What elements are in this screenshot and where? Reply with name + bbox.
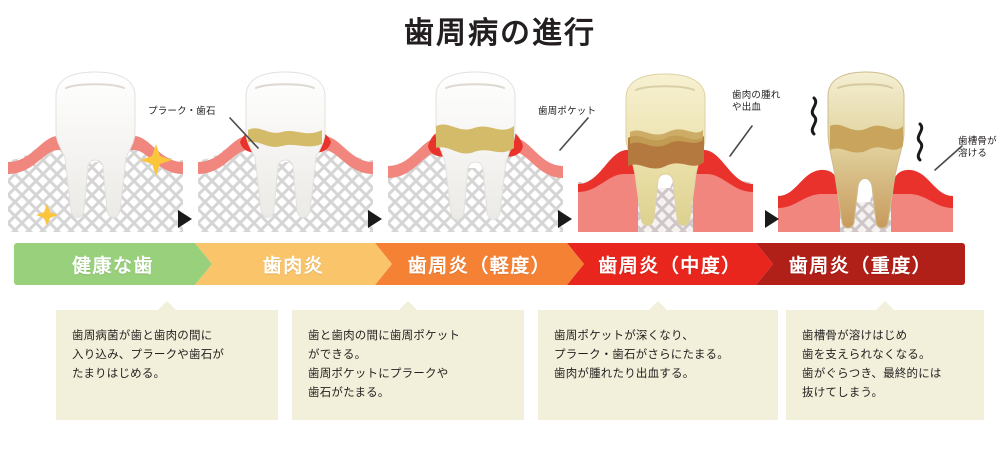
- tooth-shape: [55, 71, 136, 218]
- gum-shape: [8, 136, 183, 174]
- gum-base-right: [693, 174, 753, 232]
- stage-banner-label: 歯周炎（軽度）: [407, 254, 552, 277]
- stage-banner-healthy[interactable]: 健康な歯: [14, 243, 212, 285]
- bone-shape: [198, 140, 373, 232]
- tooth-illustration-gingivitis: [198, 62, 373, 232]
- stage-banner-label: 健康な歯: [71, 254, 154, 277]
- tooth-illustration-moderate: [578, 62, 753, 232]
- wobble-marks-icon: [810, 96, 924, 162]
- stage-arrow-2: [368, 210, 382, 228]
- stage-banner-label: 歯周炎（中度）: [598, 254, 742, 277]
- stage-banner-periodontitis-severe[interactable]: 歯周炎（重度）: [756, 243, 965, 285]
- stage-arrow-3: [558, 210, 572, 228]
- stage-arrow-1: [178, 210, 192, 228]
- tooth-groove: [837, 83, 893, 89]
- callout-bone-melting: 歯槽骨が 溶ける: [958, 136, 997, 159]
- callout-plaque-tartar: プラーク・歯石: [148, 106, 216, 117]
- gum-base-right: [891, 194, 953, 232]
- illustration-row: [0, 62, 1000, 232]
- tooth-groove: [255, 83, 315, 89]
- gum-base-left: [578, 174, 638, 232]
- callout-perio-pocket: 歯周ポケット: [538, 106, 597, 117]
- bone-shape: [388, 146, 563, 232]
- tooth-illustration-healthy: [8, 62, 183, 232]
- stage-banner-label: 歯肉炎: [262, 254, 325, 277]
- tartar-deposit: [830, 124, 903, 153]
- stage-banner-label: 歯周炎（重度）: [788, 254, 933, 277]
- tartar-deposit: [436, 124, 514, 154]
- tooth-illustration-mild: [388, 62, 563, 232]
- callout-gum-swelling: 歯肉の腫れ や出血: [732, 90, 781, 113]
- tooth-groove: [635, 85, 695, 91]
- sparkle-icon: [36, 144, 172, 226]
- stage-banner: 健康な歯 歯肉炎 歯周炎（軽度） 歯周炎（中度） 歯周炎（重度）: [14, 243, 986, 285]
- description-box-gingivitis: 歯周病菌が歯と歯肉の間に 入り込み、プラークや歯石が たまりはじめる。: [56, 301, 278, 420]
- tooth-groove: [445, 83, 505, 89]
- stage-banner-periodontitis-moderate[interactable]: 歯周炎（中度）: [567, 243, 773, 285]
- tartar-deposit: [248, 128, 322, 147]
- description-box-moderate: 歯周ポケットが深くなり、 プラーク・歯石がさらにたまる。 歯肉が腫れたり出血する…: [538, 301, 778, 420]
- tooth-groove: [65, 83, 125, 89]
- stage-banner-periodontitis-mild[interactable]: 歯周炎（軽度）: [375, 243, 584, 285]
- bone-shape: [8, 140, 183, 232]
- description-box-severe: 歯槽骨が溶けはじめ 歯を支えられなくなる。 歯がぐらつき、最終的には 抜けてしま…: [786, 301, 984, 420]
- stage-arrow-4: [765, 210, 779, 228]
- tartar-deposit-upper: [630, 129, 703, 147]
- page-title: 歯周病の進行: [404, 16, 596, 51]
- stage-banner-gingivitis[interactable]: 歯肉炎: [195, 243, 392, 285]
- tooth-illustration-severe: [778, 62, 953, 232]
- description-box-mild: 歯と歯肉の間に歯周ポケット ができる。 歯周ポケットにプラークや 歯石がたまる。: [292, 301, 524, 420]
- gum-base-left: [778, 194, 840, 232]
